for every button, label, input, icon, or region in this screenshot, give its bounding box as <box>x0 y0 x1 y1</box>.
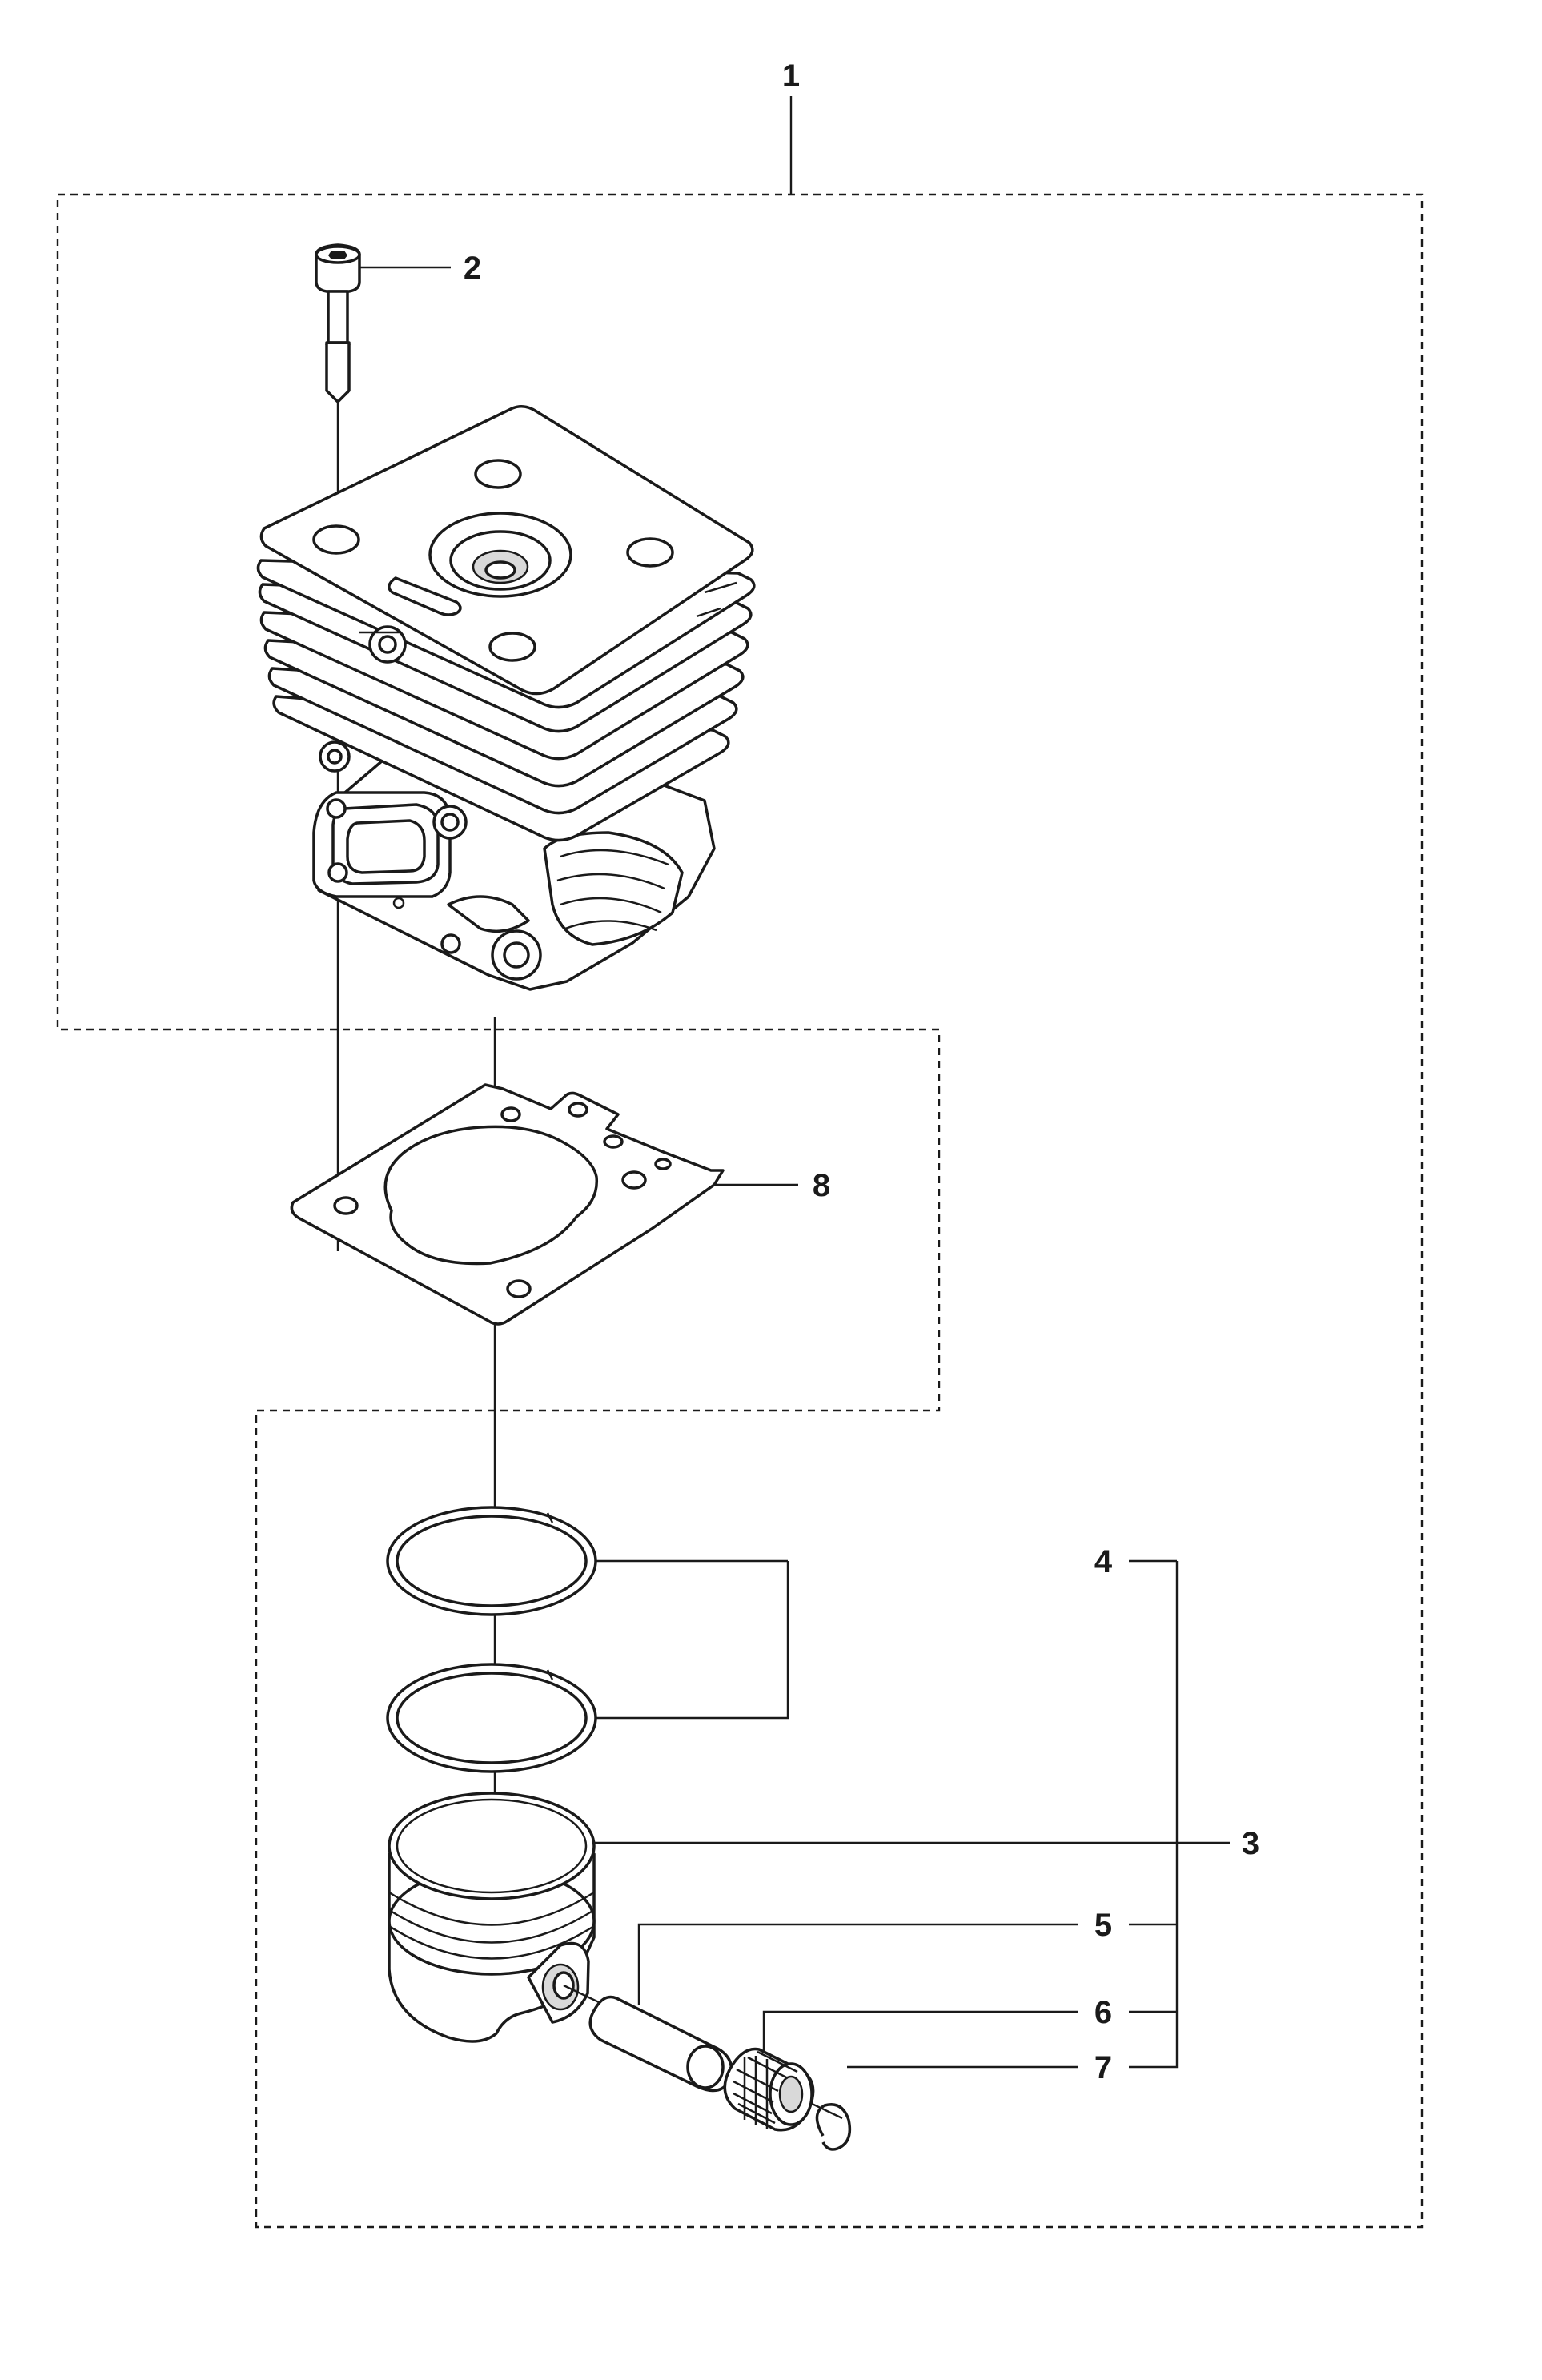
callout-6-label: 6 <box>1094 1995 1112 2030</box>
piston-part[interactable] <box>388 1792 596 2043</box>
callout-8[interactable]: 8 <box>714 1168 830 1203</box>
callout-8-label: 8 <box>813 1168 830 1203</box>
callout-7[interactable]: 7 <box>847 2050 1112 2085</box>
callout-5[interactable]: 5 <box>637 1908 1112 2005</box>
piston-ring-upper-part[interactable] <box>386 1506 597 1616</box>
callout-3-label: 3 <box>1242 1826 1259 1861</box>
callout-2[interactable]: 2 <box>359 251 481 286</box>
group-boundary-cylinder <box>56 193 1424 2229</box>
callout-6[interactable]: 6 <box>762 1995 1112 2053</box>
cylinder-part[interactable] <box>256 405 756 991</box>
callout-7-label: 7 <box>1094 2050 1112 2085</box>
piston-ring-lower-part[interactable] <box>386 1663 597 1773</box>
gasket-part[interactable] <box>290 1083 725 1326</box>
kit-bracket <box>1129 1561 1179 2069</box>
callout-1[interactable]: 1 <box>782 58 800 195</box>
callout-5-label: 5 <box>1094 1908 1112 1943</box>
callout-4[interactable]: 4 <box>596 1544 1177 1720</box>
callout-3[interactable]: 3 <box>594 1826 1259 1861</box>
callout-1-label: 1 <box>782 58 800 94</box>
callout-4-label: 4 <box>1094 1544 1113 1579</box>
callout-2-label: 2 <box>464 251 481 286</box>
needle-bearing-part[interactable] <box>723 2047 815 2132</box>
circlip-part[interactable] <box>815 2103 852 2151</box>
